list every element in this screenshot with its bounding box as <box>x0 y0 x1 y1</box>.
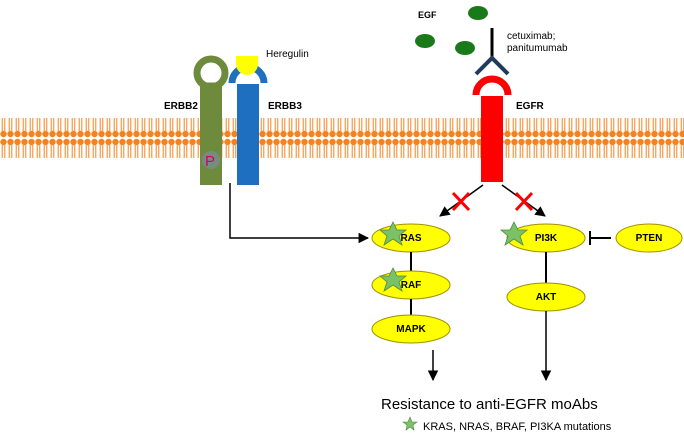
svg-text:MAPK: MAPK <box>396 324 426 335</box>
svg-text:AKT: AKT <box>536 292 557 303</box>
egf-molecule <box>415 34 435 48</box>
star-icon <box>378 221 408 246</box>
star-icon <box>499 221 529 246</box>
egf-label: EGF <box>418 10 437 20</box>
erbb2-label: ERBB2 <box>164 101 198 112</box>
star-icon <box>378 267 408 292</box>
svg-text:PI3K: PI3K <box>535 233 558 244</box>
heregulin-label: Heregulin <box>266 49 309 60</box>
egf-ligands <box>415 6 488 55</box>
raf-node: RAF <box>371 270 451 300</box>
ras-node: RAS <box>371 223 451 253</box>
phospho-label: P <box>205 153 215 170</box>
phospho-icon <box>202 151 220 169</box>
svg-text:RAF: RAF <box>401 280 422 291</box>
egf-molecule <box>455 41 475 55</box>
erbb3-to-ras-arrow <box>229 183 370 244</box>
svg-text:PTEN: PTEN <box>636 233 663 244</box>
akt-node: AKT <box>506 282 586 312</box>
cross-icon <box>514 191 534 212</box>
pten-inhibition <box>589 231 611 245</box>
svg-text:RAS: RAS <box>400 233 421 244</box>
erbb3-label: ERBB3 <box>268 101 302 112</box>
mapk-node: MAPK <box>371 314 451 344</box>
antibody-icon <box>474 28 510 76</box>
pten-node: PTEN <box>615 223 683 253</box>
egfr-receptor <box>472 75 512 182</box>
heregulin-icon <box>236 56 258 75</box>
cross-icon <box>451 191 471 212</box>
drug-label-line2: panitumumab <box>507 43 568 54</box>
star-icon <box>402 416 418 431</box>
egf-molecule <box>468 6 488 20</box>
legend-text: KRAS, NRAS, BRAF, PI3KA mutations <box>423 421 612 433</box>
cell-membrane <box>0 115 684 161</box>
egfr-label: EGFR <box>516 101 545 112</box>
drug-label-line1: cetuximab; <box>507 31 555 42</box>
resistance-title: Resistance to anti-EGFR moAbs <box>381 396 598 413</box>
